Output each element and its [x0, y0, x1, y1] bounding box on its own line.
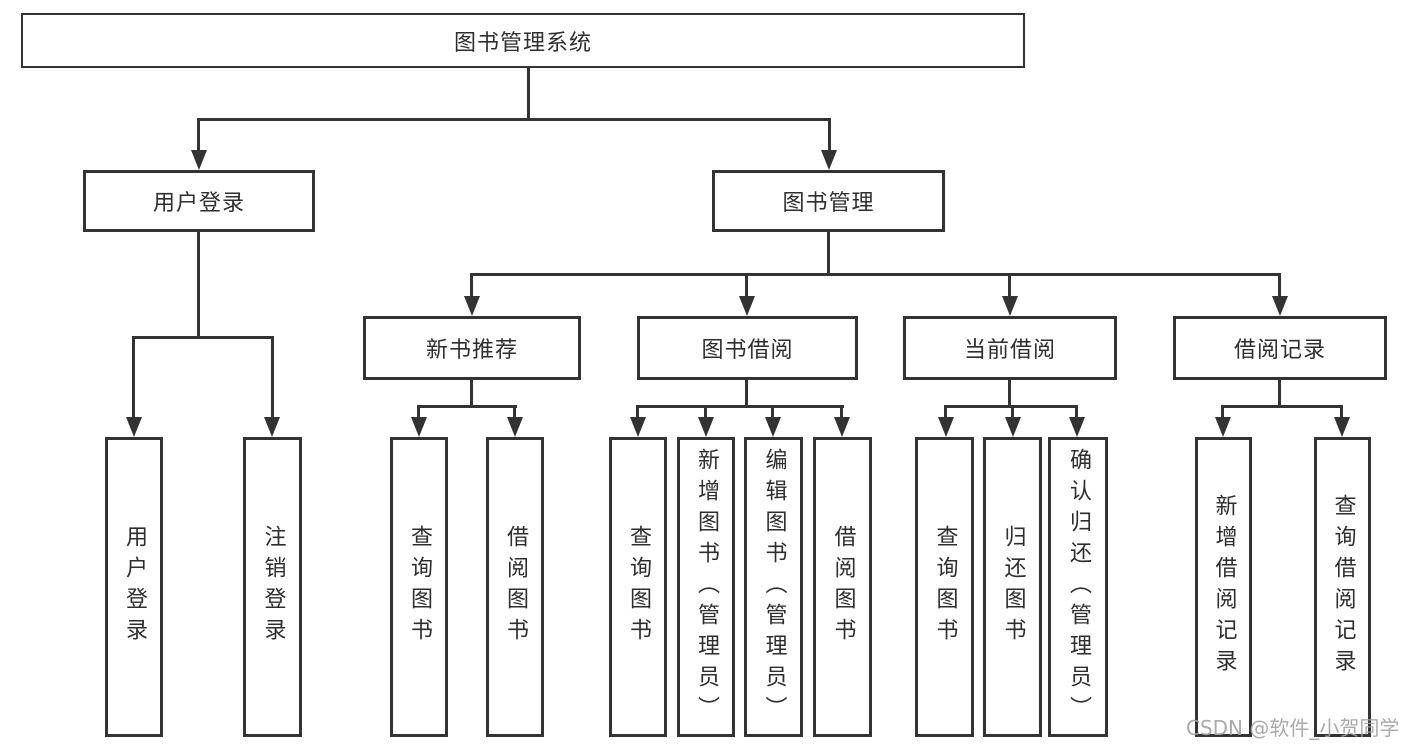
leaf-add-borrow-record: 新增借阅记录 — [1195, 437, 1252, 737]
node-label: 图书管理系统 — [453, 30, 592, 56]
arrow-down-icon — [411, 417, 427, 437]
connector-line — [704, 405, 707, 419]
arrow-down-icon — [1005, 417, 1021, 437]
node-user-login: 用户登录 — [83, 170, 315, 232]
arrow-down-icon — [834, 417, 850, 437]
node-current-borrowing: 当前借阅 — [903, 316, 1117, 380]
connector-line — [840, 405, 843, 419]
node-label: 借阅记录 — [1233, 338, 1326, 363]
node-label: 编辑图书（管理员） — [761, 447, 787, 727]
connector-line — [470, 273, 473, 299]
leaf-confirm-return-admin: 确认归还（管理员） — [1048, 437, 1108, 737]
node-label: 借阅图书 — [830, 525, 856, 649]
node-label: 查询借阅记录 — [1330, 494, 1356, 680]
connector-line — [1011, 405, 1014, 419]
leaf-query-books-3: 查询图书 — [915, 437, 974, 737]
connector-line — [1221, 405, 1343, 408]
arrow-down-icon — [698, 417, 714, 437]
leaf-add-books-admin: 新增图书（管理员） — [677, 437, 735, 737]
connector-line — [827, 232, 830, 273]
connector-line — [1221, 405, 1224, 419]
leaf-edit-books-admin: 编辑图书（管理员） — [744, 437, 803, 737]
arrow-down-icon — [1272, 296, 1288, 316]
connector-line — [197, 118, 831, 121]
node-label: 归还图书 — [1000, 525, 1026, 649]
connector-line — [1278, 380, 1281, 408]
arrow-down-icon — [739, 296, 755, 316]
connector-line — [636, 405, 639, 419]
connector-line — [1075, 405, 1078, 419]
node-label: 用户登录 — [152, 191, 245, 216]
node-label: 用户登录 — [122, 525, 147, 649]
connector-line — [132, 336, 273, 339]
leaf-logout: 注销登录 — [243, 437, 302, 737]
arrow-down-icon — [1334, 417, 1350, 437]
node-borrowing-records: 借阅记录 — [1173, 316, 1387, 380]
connector-line — [197, 118, 200, 153]
node-label: 查询图书 — [407, 525, 432, 649]
connector-line — [527, 68, 530, 120]
connector-line — [470, 273, 1281, 276]
arrow-down-icon — [264, 417, 280, 437]
arrow-down-icon — [938, 417, 954, 437]
node-library-management-system: 图书管理系统 — [21, 13, 1025, 68]
node-label: 查询图书 — [626, 525, 651, 649]
node-book-management: 图书管理 — [712, 170, 945, 232]
arrow-down-icon — [765, 417, 781, 437]
node-new-book-recommendation: 新书推荐 — [363, 316, 581, 380]
arrow-down-icon — [1069, 417, 1085, 437]
connector-line — [417, 405, 420, 419]
arrow-down-icon — [1215, 417, 1231, 437]
node-label: 图书管理 — [782, 191, 875, 216]
connector-line — [417, 405, 517, 408]
leaf-borrow-books-1: 借阅图书 — [486, 437, 544, 737]
leaf-query-borrow-record: 查询借阅记录 — [1314, 437, 1371, 737]
connector-line — [1008, 273, 1011, 299]
connector-line — [745, 273, 748, 299]
node-label: 当前借阅 — [963, 338, 1056, 363]
leaf-user-login: 用户登录 — [105, 437, 163, 737]
arrow-down-icon — [191, 150, 207, 170]
connector-line — [1278, 273, 1281, 299]
connector-line — [470, 380, 473, 408]
connector-line — [745, 380, 748, 408]
leaf-query-books-1: 查询图书 — [390, 437, 448, 737]
connector-line — [771, 405, 774, 419]
node-label: 注销登录 — [260, 525, 286, 649]
connector-line — [271, 336, 274, 420]
connector-line — [132, 336, 135, 420]
node-label: 新增借阅记录 — [1211, 494, 1237, 680]
leaf-return-books: 归还图书 — [983, 437, 1042, 737]
connector-line — [944, 405, 947, 419]
csdn-watermark: CSDN @软件_小贺同学 — [1186, 716, 1400, 740]
node-label: 查询图书 — [932, 525, 958, 649]
arrow-down-icon — [507, 417, 523, 437]
node-label: 新增图书（管理员） — [694, 447, 719, 727]
node-label: 借阅图书 — [503, 525, 528, 649]
leaf-borrow-books-2: 借阅图书 — [813, 437, 872, 737]
node-book-borrowing: 图书借阅 — [637, 316, 858, 380]
connector-line — [636, 405, 844, 408]
arrow-down-icon — [821, 150, 837, 170]
arrow-down-icon — [1002, 296, 1018, 316]
node-label: 图书借阅 — [701, 338, 794, 363]
arrow-down-icon — [126, 417, 142, 437]
arrow-down-icon — [464, 296, 480, 316]
leaf-query-books-2: 查询图书 — [609, 437, 667, 737]
node-label: 确认归还（管理员） — [1066, 447, 1091, 727]
node-label: 新书推荐 — [425, 338, 518, 363]
arrow-down-icon — [630, 417, 646, 437]
connector-line — [1008, 380, 1011, 408]
connector-line — [828, 118, 831, 153]
connector-line — [1340, 405, 1343, 419]
connector-line — [513, 405, 516, 419]
connector-line — [197, 232, 200, 336]
